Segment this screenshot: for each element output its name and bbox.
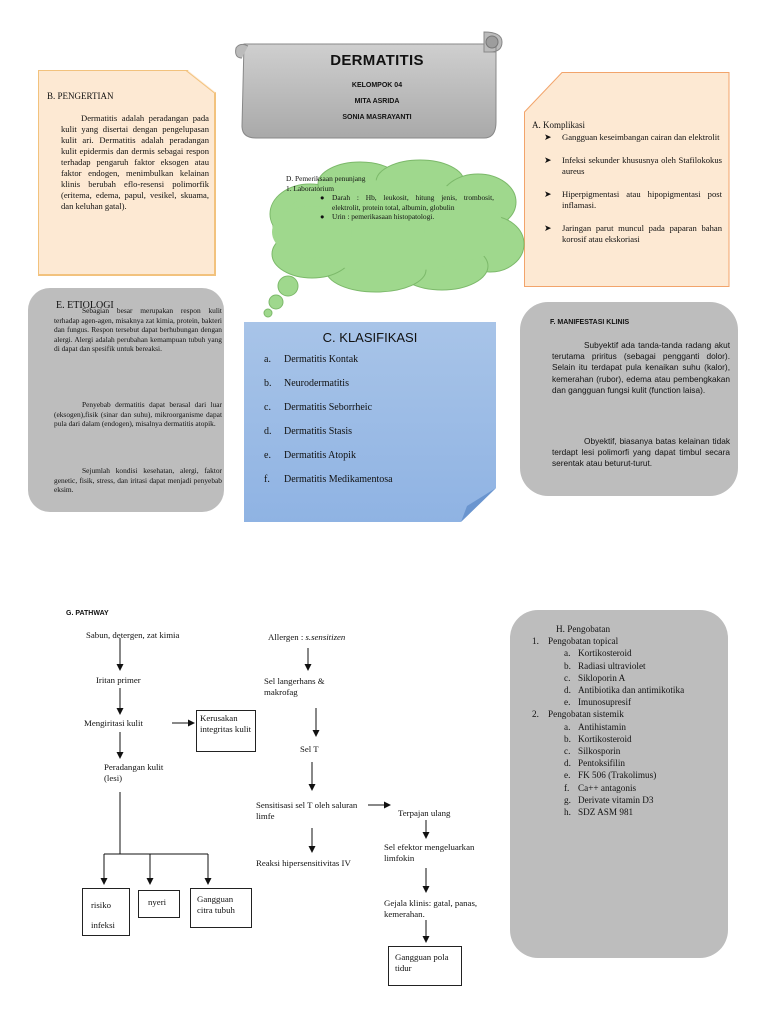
- title-group: KELOMPOK 04: [351, 82, 403, 89]
- pathway-node-mengiritasi: Mengiritasi kulit: [84, 718, 143, 728]
- list-item: b.Radiasi ultraviolet: [564, 660, 646, 671]
- list-item: ➤Hiperpigmentasi atau hipopigmentasi pos…: [544, 189, 722, 210]
- list-item: e.Imunosupresif: [564, 697, 632, 708]
- etiologi-box: E. ETIOLOGI Sebagian besar merupakan res…: [28, 288, 224, 512]
- pengertian-text: Dermatitis adalah peradangan pada kulit …: [61, 113, 209, 211]
- title-member-2: SONIA MASRAYANTI: [342, 114, 412, 121]
- manifestasi-heading: F. MANIFESTASI KLINIS: [550, 319, 630, 326]
- list-item: a.Kortikosteroid: [564, 648, 632, 659]
- pathway-node-risiko-infeksi: risiko infeksi: [82, 888, 130, 936]
- page-fold-icon: [461, 488, 496, 522]
- pathway-node-peradangan: Peradangan kulit (lesi): [104, 762, 164, 783]
- pengobatan-sistemik-label: 2.Pengobatan sistemik: [532, 709, 624, 720]
- title-main: DERMATITIS: [330, 52, 424, 69]
- list-item: ●Urin : pemerikasaan histopatologi.: [320, 212, 435, 222]
- list-item: g.Derivate vitamin D3: [564, 794, 654, 805]
- klasifikasi-box: C. KLASIFIKASI a.Dermatitis Kontak b.Neu…: [244, 322, 496, 522]
- manifestasi-box: F. MANIFESTASI KLINIS Subyektif ada tand…: [520, 302, 738, 496]
- pengobatan-content: H. Pengobatan 1.Pengobatan topical a.Kor…: [532, 623, 714, 818]
- pathway-node-gejala: Gejala klinis: gatal, panas, kemerahan.: [384, 898, 478, 919]
- arrow-bullet-icon: ➤: [544, 189, 552, 199]
- pengertian-heading: B. PENGERTIAN: [47, 91, 114, 101]
- pathway-node-iritan: Iritan primer: [96, 675, 141, 685]
- pathway-node-gangguan-tidur: Gangguan pola tidur: [388, 946, 462, 986]
- list-item: ➤Gangguan keseimbangan cairan dan elektr…: [544, 132, 720, 142]
- title-block: DERMATITIS KELOMPOK 04 MITA ASRIDA SONIA…: [248, 50, 506, 121]
- pengertian-box: B. PENGERTIAN Dermatitis adalah peradang…: [38, 70, 216, 276]
- list-item: ➤Infeksi sekunder khususnya oleh Stafilo…: [544, 155, 722, 176]
- etiologi-heading: E. ETIOLOGI: [56, 300, 114, 311]
- pemeriksaan-sub: 1. Laboratorium: [286, 183, 335, 193]
- komplikasi-list: ➤Gangguan keseimbangan cairan dan elektr…: [544, 132, 722, 257]
- arrow-bullet-icon: ➤: [544, 223, 552, 233]
- list-item: f.Dermatitis Medikamentosa: [264, 474, 393, 485]
- komplikasi-box: A. Komplikasi ➤Gangguan keseimbangan cai…: [524, 72, 728, 286]
- list-item: e.Dermatitis Atopik: [264, 450, 356, 461]
- list-item: f.Ca++ antagonis: [564, 782, 637, 793]
- arrow-bullet-icon: ➤: [544, 132, 552, 142]
- cloud-shape: [263, 159, 525, 318]
- list-item: b.Kortikosteroid: [564, 733, 632, 744]
- pathway-heading: G. PATHWAY: [66, 610, 109, 617]
- pathway-node-sel-efektor: Sel efektor mengeluarkan limfokin: [384, 842, 475, 863]
- list-item: c.Sikloporin A: [564, 672, 626, 683]
- pathway-node-terpajan: Terpajan ulang: [398, 808, 451, 818]
- manifestasi-paragraph-1: Subyektif ada tanda-tanda radang akut te…: [552, 340, 730, 395]
- list-item: a.Antihistamin: [564, 721, 626, 732]
- pathway-node-langerhans: Sel langerhans & makrofag: [264, 676, 325, 697]
- pengobatan-heading: H. Pengobatan: [556, 624, 611, 634]
- etiologi-paragraph-2: Penyebab dermatitis dapat berasal dari l…: [54, 400, 222, 429]
- title-scroll-banner: [235, 31, 503, 139]
- pathway-node-gangguan-citra: Gangguan citra tubuh: [190, 888, 252, 928]
- klasifikasi-list: a.Dermatitis Kontak b.Neurodermatitis c.…: [264, 354, 393, 498]
- list-item: c.Silkosporin: [564, 746, 621, 757]
- pathway-node-allergen: Allergen : s.sensitizen: [268, 632, 346, 642]
- manifestasi-paragraph-2: Obyektif, biasanya batas kelainan tidak …: [552, 436, 730, 469]
- pengobatan-box: H. Pengobatan 1.Pengobatan topical a.Kor…: [510, 610, 728, 958]
- list-item: d.Antibiotika dan antimikotika: [564, 685, 685, 696]
- arrow-bullet-icon: ➤: [544, 155, 552, 165]
- list-item: a.Dermatitis Kontak: [264, 354, 359, 365]
- pemeriksaan-heading: D. Pemeriksaan penunjang: [286, 174, 366, 183]
- pengobatan-topical-label: 1.Pengobatan topical: [532, 636, 619, 647]
- list-item: ➤Jaringan parut muncul pada paparan baha…: [544, 223, 722, 244]
- pengertian-border: [38, 70, 215, 275]
- komplikasi-heading: A. Komplikasi: [532, 120, 585, 130]
- title-member-1: MITA ASRIDA: [354, 98, 400, 105]
- list-item: d.Pentoksifilin: [564, 758, 625, 769]
- pathway-node-sel-t: Sel T: [300, 744, 319, 754]
- etiologi-paragraph-3: Sejumlah kondisi kesehatan, alergi, fakt…: [54, 466, 222, 495]
- list-item: d.Dermatitis Stasis: [264, 426, 353, 437]
- pathway-node-sabun: Sabun, detergen, zat kimia: [86, 630, 180, 640]
- etiologi-paragraph-1: Sebagian besar merupakan respon kulit te…: [54, 306, 222, 354]
- list-item: b.Neurodermatitis: [264, 378, 349, 389]
- list-item: e.FK 506 (Trakolimus): [564, 770, 657, 781]
- pemeriksaan-text: D. Pemeriksaan penunjang 1. Laboratorium…: [286, 174, 494, 222]
- list-item: h.SDZ ASM 981: [564, 807, 634, 818]
- pathway-node-reaksi: Reaksi hipersensitivitas IV: [256, 858, 351, 868]
- pathway-node-nyeri: nyeri: [138, 890, 180, 918]
- list-item: ●Darah : Hb, leukosit, hitung jenis, tro…: [320, 193, 494, 212]
- list-item: c.Dermatitis Seborrheic: [264, 402, 373, 413]
- pathway-node-sensitisasi: Sensitisasi sel T oleh saluran limfe: [256, 800, 358, 821]
- pathway-node-kerusakan: Kerusakan integritas kulit: [196, 710, 256, 752]
- komplikasi-shape: [524, 72, 730, 287]
- klasifikasi-heading: C. KLASIFIKASI: [322, 330, 418, 345]
